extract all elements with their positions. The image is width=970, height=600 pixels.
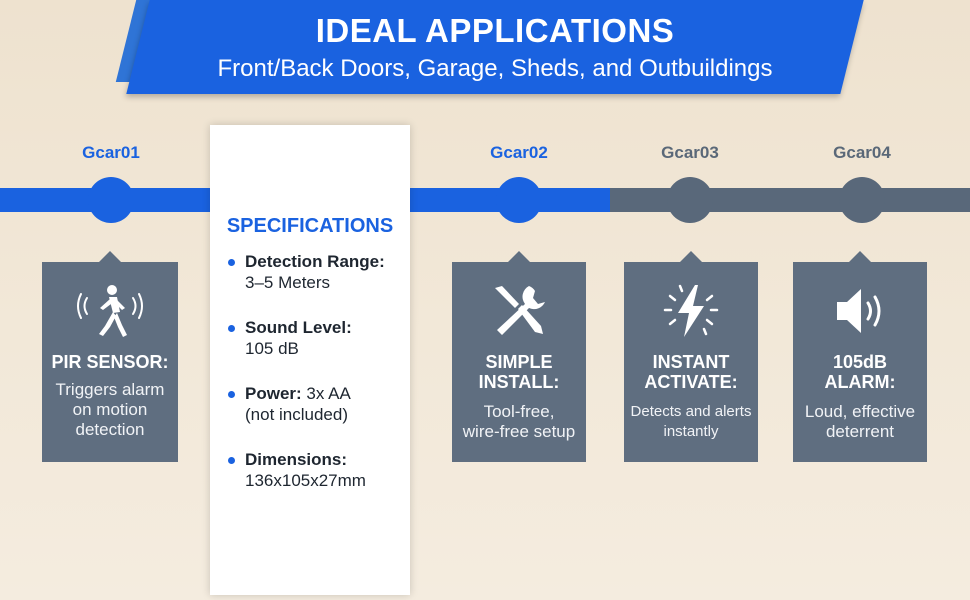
card-notch: [680, 251, 702, 262]
timeline-node-gcar03: [667, 177, 713, 223]
card-description: Detects and alerts instantly: [630, 403, 752, 440]
card-notch: [99, 251, 121, 262]
bullet-dot: [228, 391, 235, 398]
node-code-gcar02: Gcar02: [490, 143, 548, 162]
spec-item-sound-level: Sound Level: 105 dB: [228, 317, 408, 359]
feature-card-105db-alarm: 105dB ALARM: Loud, effective deterrent: [793, 251, 927, 462]
feature-card-pir-sensor: PIR SENSOR: Triggers alarm on motion det…: [42, 251, 178, 462]
wrench-screwdriver-icon: [452, 282, 586, 340]
bullet-dot: [228, 259, 235, 266]
spec-value: 3–5 Meters: [245, 273, 331, 292]
spec-label: Power:: [245, 384, 302, 403]
node-code-gcar04: Gcar04: [833, 143, 891, 162]
card-notch: [508, 251, 530, 262]
banner-title: IDEAL APPLICATIONS: [315, 12, 675, 49]
card-title: SIMPLE INSTALL:: [478, 352, 560, 392]
feature-card-instant-activate: INSTANT ACTIVATE: Detects and alerts ins…: [624, 251, 758, 462]
card-description: Triggers alarm on motion detection: [55, 380, 165, 439]
spec-item-detection-range: Detection Range: 3–5 Meters: [228, 251, 408, 293]
timeline-bar-gray: [610, 188, 970, 212]
node-code-gcar01: Gcar01: [82, 143, 140, 162]
spec-label: Sound Level:: [245, 318, 352, 337]
banner-subtitle: Front/Back Doors, Garage, Sheds, and Out…: [217, 55, 773, 82]
bullet-dot: [228, 325, 235, 332]
speaker-volume-icon: [793, 282, 927, 340]
spec-item-power: Power: 3x AA (not included): [228, 383, 408, 425]
node-code-gcar03: Gcar03: [661, 143, 719, 162]
specifications-title: SPECIFICATIONS: [226, 215, 394, 237]
spec-power-line: Power: 3x AA: [228, 383, 408, 404]
card-notch: [849, 251, 871, 262]
spec-value: 3x AA: [306, 384, 351, 403]
spec-item-dimensions: Dimensions: 136x105x27mm: [228, 449, 408, 491]
spec-value-extra: (not included): [245, 405, 349, 424]
spec-label: Detection Range:: [245, 252, 385, 271]
timeline-node-gcar04: [839, 177, 885, 223]
timeline-node-gcar02: [496, 177, 542, 223]
bullet-dot: [228, 457, 235, 464]
spec-value: 105 dB: [245, 339, 299, 358]
lightning-bolt-icon: [624, 282, 758, 340]
spec-label: Dimensions:: [245, 450, 348, 469]
card-title: 105dB ALARM:: [824, 352, 896, 392]
card-title: INSTANT ACTIVATE:: [644, 352, 738, 392]
spec-value: 136x105x27mm: [245, 471, 366, 490]
card-description: Loud, effective deterrent: [804, 402, 916, 441]
card-description: Tool-free, wire-free setup: [462, 402, 576, 441]
feature-card-simple-install: SIMPLE INSTALL: Tool-free, wire-free set…: [452, 251, 586, 462]
motion-sensor-icon: [42, 282, 178, 340]
card-title: PIR SENSOR:: [51, 352, 169, 372]
timeline-node-gcar01: [88, 177, 134, 223]
specifications-panel: SPECIFICATIONS Detection Range: 3–5 Mete…: [210, 125, 410, 595]
